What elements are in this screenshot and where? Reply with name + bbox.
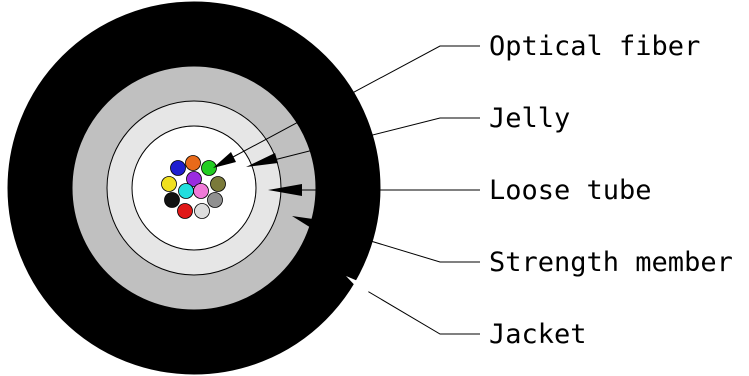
leader-line-jelly: [261, 117, 480, 164]
label-optical-fiber: Optical fiber: [489, 31, 700, 62]
fiber-gray: [207, 192, 223, 208]
label-strength-member: Strength member: [489, 247, 733, 278]
arrowhead-loose-tube: [268, 184, 302, 196]
arrowhead-jelly: [246, 153, 278, 167]
label-loose-tube: Loose tube: [489, 175, 652, 206]
fiber-green: [201, 160, 217, 176]
fiber-purple: [186, 171, 202, 187]
leader-line-jacket: [351, 281, 480, 335]
fiber-pink: [193, 183, 209, 199]
leader-lines: [219, 45, 480, 335]
fiber-orange: [185, 155, 201, 171]
leader-line-strength-member: [307, 221, 480, 263]
fiber-red: [177, 203, 193, 219]
fiber-cyan: [178, 183, 194, 199]
label-jacket: Jacket: [489, 319, 587, 350]
fiber-blue: [170, 160, 186, 176]
fiber-olive: [210, 176, 226, 192]
arrowhead-optical-fiber: [213, 152, 236, 168]
arrowheads: [213, 152, 372, 296]
arrowhead-jacket: [346, 276, 372, 296]
fiber-yellow: [161, 176, 177, 192]
leader-line-optical-fiber: [219, 45, 480, 165]
label-jelly: Jelly: [489, 103, 570, 134]
arrowhead-strength-member: [292, 216, 320, 231]
fiber-bundle: [161, 155, 226, 219]
fiber-black: [164, 192, 180, 208]
fiber-white: [194, 203, 210, 219]
